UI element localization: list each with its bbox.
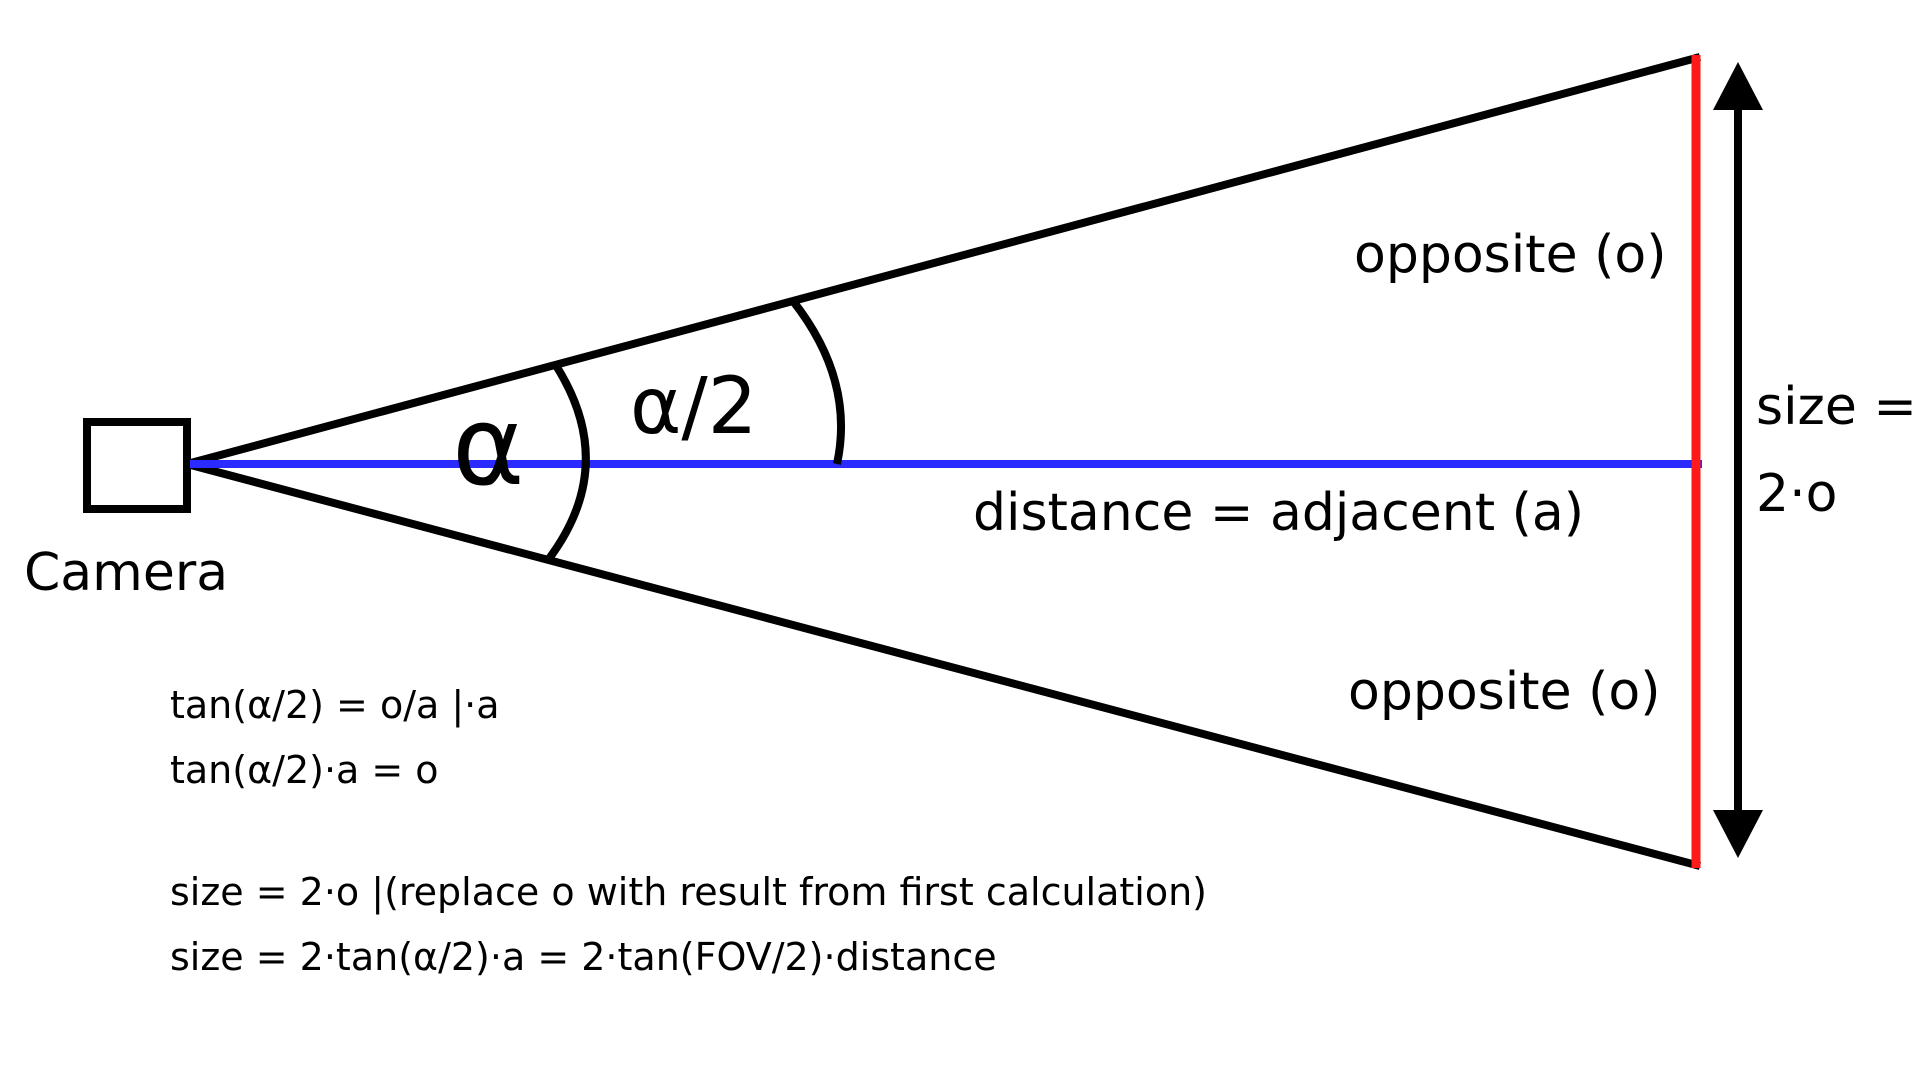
opposite-bottom-label: opposite (o)	[1348, 662, 1660, 722]
size-arrow-head-up	[1713, 62, 1763, 110]
size-arrow-head-down	[1713, 810, 1763, 858]
camera-label: Camera	[24, 543, 228, 603]
alpha-label: α	[452, 382, 525, 510]
frustum-top-line	[185, 53, 1702, 468]
formula-line: size = 2·o |(replace o with result from …	[170, 870, 1207, 915]
formula-line: tan(α/2) = o/a |·a	[170, 683, 500, 728]
camera-box	[83, 418, 191, 513]
distance-label: distance = adjacent (a)	[973, 483, 1584, 543]
size-label-line2: 2·o	[1756, 464, 1837, 524]
size-label-line1: size =	[1756, 377, 1917, 437]
formula-line: tan(α/2)·a = o	[170, 748, 439, 792]
opposite-top-label: opposite (o)	[1354, 225, 1666, 285]
half-angle-label: α/2	[630, 362, 757, 452]
alpha-arc	[544, 361, 590, 563]
formula-line: size = 2·tan(α/2)·a = 2·tan(FOV/2)·dista…	[170, 935, 997, 979]
frustum-bottom-line	[185, 460, 1702, 870]
half-alpha-arc	[789, 298, 846, 465]
